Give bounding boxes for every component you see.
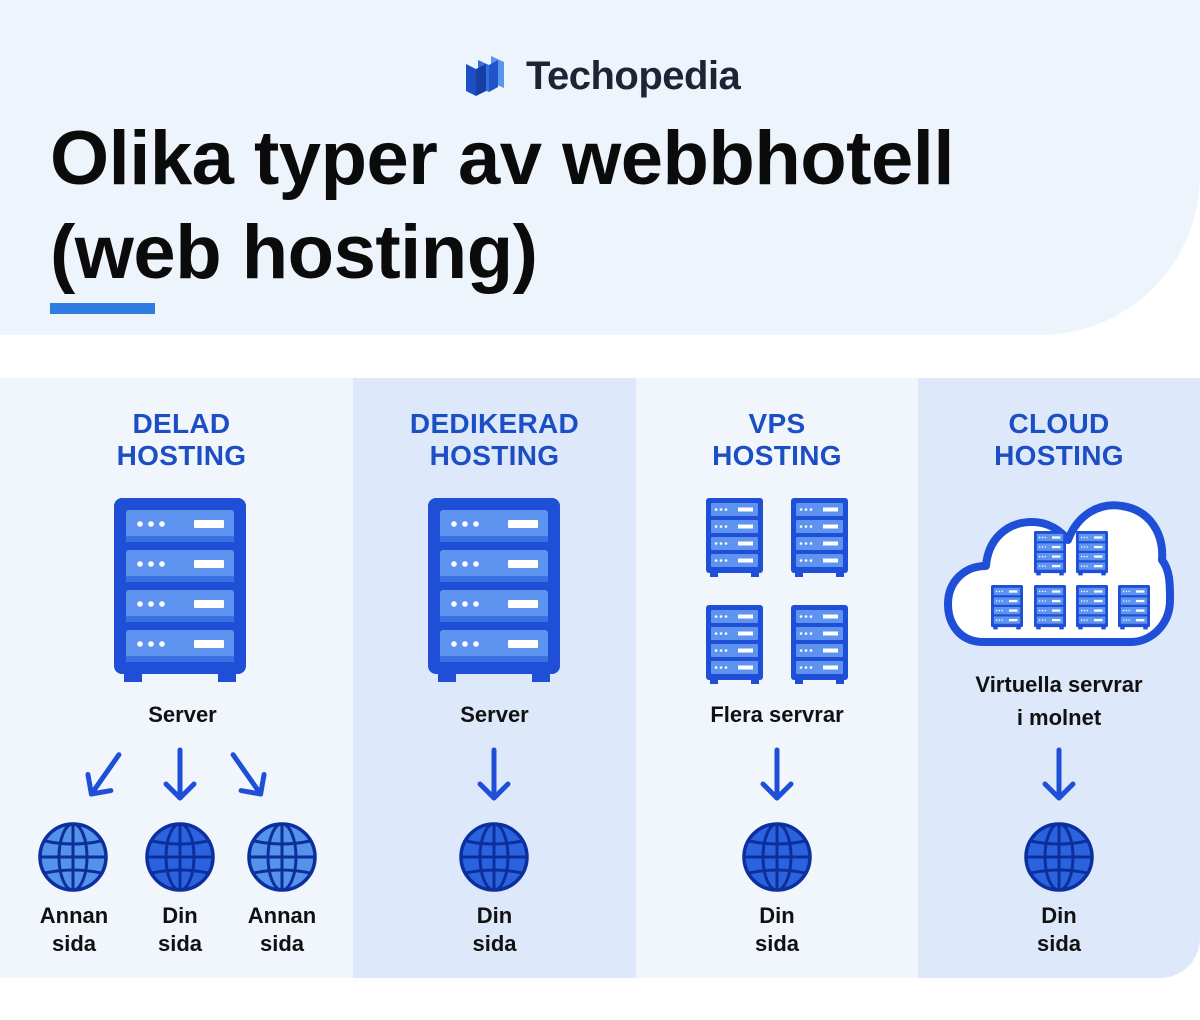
site-label-line: Din [162, 903, 198, 928]
column-title: DEDIKERAD HOSTING [353, 408, 636, 472]
server-icon [1034, 531, 1066, 576]
resource-label-line: i molnet [1016, 705, 1102, 730]
column-title-line: CLOUD [1008, 408, 1110, 439]
site-label-line: sida [51, 931, 97, 956]
site-label-line: Din [1041, 903, 1077, 928]
column-vps-hosting: VPS HOSTING Flera servrar Din sida [636, 378, 918, 978]
arrow-down-icon [1042, 747, 1076, 801]
server-icon [1034, 585, 1066, 630]
brand-name: Techopedia [526, 53, 741, 98]
site-label-line: sida [472, 931, 517, 956]
header-background [0, 0, 1200, 335]
server-icon [706, 605, 763, 684]
site-label-line: Din [759, 903, 795, 928]
site-label-line: Din [476, 903, 513, 928]
site-label-line: Annan [247, 903, 317, 928]
site-label: Annan sida [22, 902, 126, 958]
title-line-1: Olika typer av webbhotell [50, 116, 955, 201]
site-label: Din sida [636, 902, 918, 958]
globe-icon [247, 822, 317, 892]
server-icon [791, 605, 848, 684]
column-title-line: HOSTING [429, 440, 560, 471]
site-label-line: sida [157, 931, 203, 956]
column-title: VPS HOSTING [636, 408, 918, 472]
column-title-line: VPS [748, 408, 806, 439]
resource-label: Server [460, 702, 529, 727]
server-icon [991, 585, 1023, 630]
site-label: Annan sida [230, 902, 334, 958]
server-icon [1118, 585, 1150, 630]
server-icon [1076, 585, 1108, 630]
arrow-down-icon [163, 747, 197, 801]
server-icon [791, 498, 848, 577]
techopedia-logo-icon [466, 56, 504, 96]
title-underline [50, 303, 155, 314]
globe-icon [742, 822, 812, 892]
column-title-line: DELAD [132, 408, 231, 439]
column-title: CLOUD HOSTING [918, 408, 1200, 472]
server-icon [114, 498, 246, 682]
arrow-down-icon [760, 747, 794, 801]
resource-label: Server [148, 702, 217, 727]
arrow-down-icon [477, 747, 511, 801]
arrow-down-left-icon [85, 752, 122, 797]
column-dedicated-hosting: DEDIKERAD HOSTING Server Din sida [353, 378, 636, 978]
brand-logo: Techopedia [464, 52, 741, 100]
resource-label: Flera servrar [710, 702, 844, 727]
resource-label-line: Virtuella servrar [975, 672, 1143, 697]
site-label-line: sida [754, 931, 800, 956]
site-label: Din sida [353, 902, 636, 958]
server-icon [706, 498, 763, 577]
column-title-line: HOSTING [116, 440, 247, 471]
page-title: Olika typer av webbhotell (web hosting) [50, 112, 955, 300]
title-line-2: (web hosting) [50, 210, 538, 295]
resource-label: Virtuella servrar i molnet [918, 668, 1200, 734]
globe-icon [1024, 822, 1094, 892]
site-label: Din sida [918, 902, 1200, 958]
globe-icon [459, 822, 529, 892]
column-title-line: HOSTING [994, 440, 1124, 471]
column-shared-hosting: DELAD HOSTING Server Annan sida Din sida… [0, 378, 353, 978]
column-title: DELAD HOSTING [10, 408, 353, 472]
column-title-line: HOSTING [712, 440, 842, 471]
server-icon [1076, 531, 1108, 576]
column-cloud-hosting: CLOUD HOSTING Virtuella servrar i molnet… [918, 378, 1200, 978]
server-icon [428, 498, 560, 682]
globe-icon [38, 822, 108, 892]
column-title-line: DEDIKERAD [409, 408, 580, 439]
globe-icon [145, 822, 215, 892]
site-label-line: sida [1036, 931, 1082, 956]
site-label-line: Annan [39, 903, 109, 928]
site-label: Din sida [128, 902, 232, 958]
arrow-down-right-icon [230, 752, 267, 797]
site-label-line: sida [259, 931, 305, 956]
